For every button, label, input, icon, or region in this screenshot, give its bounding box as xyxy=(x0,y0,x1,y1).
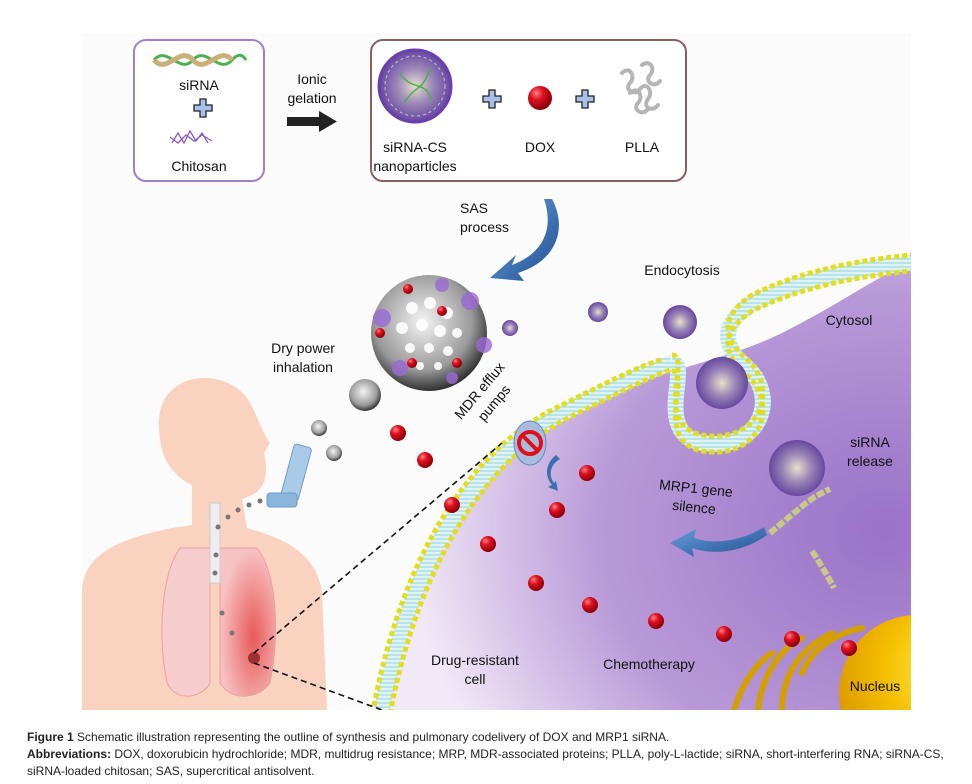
dox-molecule xyxy=(390,425,406,441)
lung-right xyxy=(219,547,277,697)
drug-resistant-cell-label: Drug-resistant cell xyxy=(431,652,519,687)
dry-powder-inhalation-label: Dry power inhalation xyxy=(271,340,335,375)
sirna-release-label: siRNA release xyxy=(847,434,893,469)
silence-curved-arrow xyxy=(670,527,767,557)
zoom-line xyxy=(253,442,503,654)
sirna-cs-label: siRNA-CS nanoparticles xyxy=(373,139,457,174)
dox-molecule xyxy=(579,465,595,481)
dox-molecule xyxy=(417,452,433,468)
chitosan-label: Chitosan xyxy=(171,158,227,174)
dox-molecule xyxy=(549,502,565,518)
mdr-efflux-pump xyxy=(513,420,560,491)
chemotherapy-label: Chemotherapy xyxy=(603,656,695,672)
dox-molecule xyxy=(716,626,732,642)
nucleus xyxy=(731,615,911,710)
sirna-helix-icon xyxy=(152,53,248,67)
sas-curved-arrow xyxy=(490,199,559,281)
plla-label: PLLA xyxy=(624,139,660,155)
sirna-cs-nanoparticle-icon xyxy=(377,48,453,124)
sas-process-label: SAS process xyxy=(460,200,510,235)
right-arrow-icon xyxy=(287,111,337,132)
schematic-figure: siRNA Chitosan Ionic gelation siRNA-CS n… xyxy=(82,33,911,710)
cell-cytoplasm xyxy=(382,263,911,710)
illustration-canvas xyxy=(82,39,911,710)
tumor xyxy=(248,652,260,664)
figure-caption-text: Schematic illustration representing the … xyxy=(77,730,670,744)
sirna-label: siRNA xyxy=(179,77,219,93)
sirna-strand xyxy=(768,486,832,536)
dox-molecule xyxy=(480,536,496,552)
dox-molecule xyxy=(648,613,664,629)
aerosol-particle xyxy=(349,379,381,411)
abbreviations-text: DOX, doxorubicin hydrochloride; MDR, mul… xyxy=(27,747,944,778)
dox-molecules xyxy=(390,425,857,656)
dox-molecule xyxy=(841,640,857,656)
nucleus-label: Nucleus xyxy=(849,678,901,694)
dox-label: DOX xyxy=(524,139,556,155)
dox-molecule xyxy=(444,497,460,513)
human-silhouette xyxy=(82,378,327,710)
small-nanoparticle xyxy=(588,302,608,322)
dox-molecule xyxy=(784,631,800,647)
lung-left xyxy=(161,547,211,697)
dox-molecule xyxy=(528,575,544,591)
plus-icon xyxy=(482,89,502,109)
figure-number: Figure 1 xyxy=(27,730,74,744)
ionic-gelation-label: Ionic gelation xyxy=(287,71,337,106)
zoom-line xyxy=(253,662,383,710)
aerosol-particle xyxy=(326,445,342,461)
endosome-nanoparticle xyxy=(696,357,748,409)
dox-molecule xyxy=(582,597,598,613)
plus-icon xyxy=(193,98,213,118)
sirna-strand xyxy=(809,549,837,590)
endocytosing-nanoparticle xyxy=(663,305,697,339)
plla-polymer-icon xyxy=(620,61,662,115)
aerosol-particle xyxy=(311,420,327,436)
endoplasmic-reticulum xyxy=(731,625,865,710)
small-nanoparticle xyxy=(502,320,518,336)
dox-molecule-icon xyxy=(528,86,552,110)
chitosan-icon xyxy=(169,129,213,145)
releasing-nanoparticle xyxy=(769,440,825,496)
cytosol-label: Cytosol xyxy=(825,312,873,328)
plus-icon xyxy=(575,89,595,109)
trachea xyxy=(209,502,221,584)
endocytosis-label: Endocytosis xyxy=(644,262,720,278)
abbreviations: Abbreviations: DOX, doxorubicin hydrochl… xyxy=(27,746,957,780)
abbreviations-label: Abbreviations: xyxy=(27,747,112,761)
inhaler-icon xyxy=(266,443,312,508)
inhaled-particles xyxy=(212,498,263,636)
figure-caption: Figure 1 Schematic illustration represen… xyxy=(27,729,957,746)
drug-loaded-microparticle xyxy=(371,275,492,391)
